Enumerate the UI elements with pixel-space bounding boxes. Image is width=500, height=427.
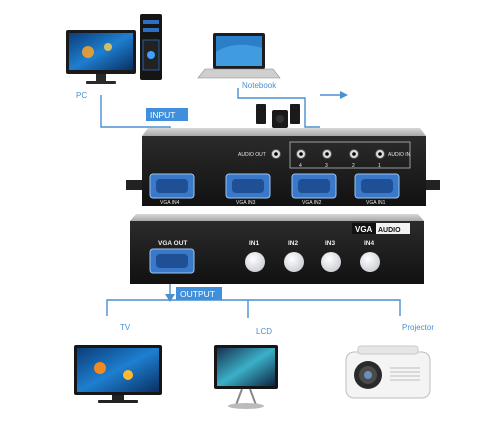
vga-in3-label: VGA IN3 xyxy=(236,200,256,206)
notebook-device xyxy=(197,33,281,79)
in1-label: IN1 xyxy=(249,240,260,247)
input-tag-box xyxy=(146,108,188,121)
output-tag: OUTPUT xyxy=(180,289,215,299)
tv-device xyxy=(74,345,162,403)
lcd-label: LCD xyxy=(256,327,272,336)
in1-button[interactable] xyxy=(245,252,265,272)
pc-device xyxy=(66,14,162,84)
vga-in1-label: VGA IN1 xyxy=(366,200,386,206)
vga-in2-label: VGA IN2 xyxy=(302,200,322,206)
in4-label: IN4 xyxy=(364,240,375,247)
audio-in-port-1: 1 xyxy=(378,163,381,169)
lcd-device xyxy=(214,345,278,409)
speaker-icon xyxy=(256,104,300,128)
audio-out-label: AUDIO OUT xyxy=(238,152,266,158)
switch-rear-panel xyxy=(126,128,440,206)
vga-in4-label: VGA IN4 xyxy=(160,200,180,206)
projector-label: Projector xyxy=(402,323,434,332)
in4-button[interactable] xyxy=(360,252,380,272)
tv-label: TV xyxy=(120,323,131,332)
projector-device xyxy=(345,345,431,399)
vga-out-label: VGA OUT xyxy=(158,240,187,247)
audio-in-label: AUDIO IN xyxy=(388,152,411,158)
output-arrow-icon xyxy=(165,294,175,302)
brand-audio: AUDIO xyxy=(378,227,401,234)
input-tag: INPUT xyxy=(150,110,176,120)
notebook-arrow-icon xyxy=(340,91,348,99)
brand-vga: VGA xyxy=(355,225,373,234)
in3-label: IN3 xyxy=(325,240,336,247)
switch-front-panel xyxy=(130,214,424,284)
notebook-label: Notebook xyxy=(242,81,277,90)
audio-in-port-3: 3 xyxy=(325,163,328,169)
in2-button[interactable] xyxy=(284,252,304,272)
in2-label: IN2 xyxy=(288,240,299,247)
in3-button[interactable] xyxy=(321,252,341,272)
output-tag-box xyxy=(176,287,222,300)
audio-in-port-2: 2 xyxy=(352,163,355,169)
pc-label: PC xyxy=(76,91,87,100)
audio-in-port-4: 4 xyxy=(299,163,302,169)
